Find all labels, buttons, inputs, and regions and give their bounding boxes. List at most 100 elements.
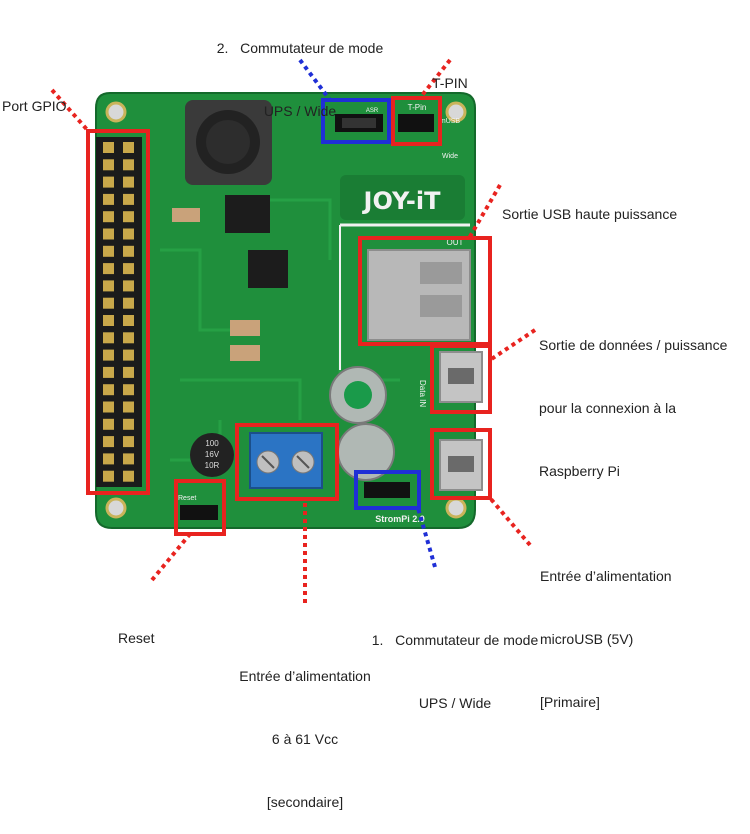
callout-line: Raspberry Pi bbox=[539, 463, 620, 479]
leader-tpin bbox=[418, 58, 452, 100]
smd-capacitor bbox=[230, 345, 260, 361]
gpio-header bbox=[96, 137, 142, 487]
callout-line: 6 à 61 Vcc bbox=[271, 731, 339, 747]
callout-line: Sortie de données / puissance bbox=[539, 337, 728, 353]
callout-gpio: Port GPIO bbox=[2, 54, 67, 138]
gpio-pin bbox=[123, 418, 134, 430]
callout-line: microUSB (5V) bbox=[540, 631, 634, 647]
gpio-pin bbox=[103, 245, 114, 257]
capacitor-text: 100 bbox=[205, 439, 219, 448]
gpio-pin bbox=[103, 280, 114, 292]
gpio-pin bbox=[103, 297, 114, 309]
gpio-pin bbox=[103, 211, 114, 223]
gpio-pin bbox=[123, 297, 134, 309]
small-capacitor: 100 16V 10R bbox=[190, 433, 234, 477]
callout-mode-switch-top: 2. Commutateur de mode UPS / Wide bbox=[180, 0, 420, 143]
data-in-label: Data IN bbox=[418, 380, 427, 407]
box-micro-usb-in bbox=[430, 428, 492, 500]
gpio-pin bbox=[103, 436, 114, 448]
chip-regulator bbox=[225, 195, 270, 233]
gpio-pin bbox=[123, 245, 134, 257]
gpio-pin bbox=[123, 280, 134, 292]
gpio-pin bbox=[103, 228, 114, 240]
gpio-pin bbox=[103, 366, 114, 378]
capacitor-text: 10R bbox=[205, 461, 220, 470]
micro-usb-data-port bbox=[439, 351, 483, 403]
gpio-pin bbox=[103, 176, 114, 188]
gpio-pin bbox=[123, 315, 134, 326]
capacitor-text: 16V bbox=[205, 450, 220, 459]
gpio-pin bbox=[103, 159, 114, 171]
jumper-mode-top bbox=[335, 114, 383, 132]
pcb-board: JOY-iT bbox=[95, 92, 476, 529]
callout-dc-in: Entrée d’alimentation 6 à 61 Vcc [second… bbox=[210, 624, 400, 834]
chip-controller bbox=[248, 250, 288, 288]
callout-line: Entrée d’alimentation bbox=[239, 668, 371, 684]
out-label: OUT bbox=[447, 238, 464, 247]
highlight-boxes bbox=[86, 96, 492, 536]
callout-line: pour la connexion à la bbox=[539, 400, 676, 416]
callout-reset: Reset bbox=[118, 586, 155, 670]
jumper-mode-bottom bbox=[364, 482, 410, 498]
gpio-pin bbox=[123, 159, 134, 171]
gpio-pin bbox=[123, 436, 134, 448]
gpio-pin bbox=[103, 315, 114, 326]
micro-usb-power-port bbox=[439, 439, 483, 491]
gpio-pin bbox=[103, 142, 114, 153]
gpio-pin bbox=[123, 193, 134, 205]
reset-silkscreen: Reset bbox=[178, 495, 196, 502]
board-model: StromPi 2.0 bbox=[375, 514, 425, 524]
board-logo: JOY-iT bbox=[362, 187, 442, 215]
callout-text: Commutateur de mode bbox=[395, 632, 539, 648]
callout-line: 2. Commutateur de mode bbox=[180, 38, 420, 59]
callout-line: Entrée d’alimentation bbox=[540, 568, 672, 584]
callout-number: 1. bbox=[371, 632, 384, 648]
leader-mode-top bbox=[298, 58, 332, 102]
jumper-top-label: ASR bbox=[366, 108, 379, 114]
inductor bbox=[185, 100, 272, 185]
gpio-pin bbox=[123, 349, 134, 361]
wide-silkscreen: Wide bbox=[442, 153, 458, 160]
gpio-pin bbox=[123, 263, 134, 275]
gpio-pin bbox=[103, 332, 114, 344]
gpio-pin bbox=[123, 142, 134, 153]
jumper-reset bbox=[180, 505, 218, 520]
gpio-pin bbox=[103, 453, 114, 465]
gpio-pin bbox=[123, 228, 134, 240]
leader-gpio bbox=[50, 88, 92, 135]
callout-data-out: Sortie de données / puissance pour la co… bbox=[539, 293, 727, 503]
box-data-out bbox=[430, 344, 492, 414]
box-mode-bottom bbox=[354, 470, 421, 510]
callout-line: 1. Commutateur de mode bbox=[340, 630, 570, 651]
dc-screw-terminal bbox=[249, 432, 323, 489]
callout-usb-out: Sortie USB haute puissance bbox=[502, 162, 677, 246]
callout-line: Port GPIO bbox=[2, 98, 67, 114]
gpio-pin bbox=[123, 401, 134, 413]
box-tpin bbox=[391, 96, 442, 146]
leader-usb-out bbox=[466, 183, 502, 242]
box-dc-in bbox=[235, 423, 339, 501]
callout-line: T-PIN bbox=[432, 75, 468, 91]
gpio-pin bbox=[103, 384, 114, 396]
callout-line: Sortie USB haute puissance bbox=[502, 206, 678, 222]
musb-silkscreen: mUSB bbox=[440, 118, 461, 125]
electrolytic-capacitor bbox=[329, 366, 387, 424]
gpio-pin bbox=[103, 263, 114, 275]
callout-number: 2. bbox=[216, 40, 229, 56]
box-gpio bbox=[86, 129, 150, 495]
stromPi-diagram: JOY-iT OUT Data IN 1 bbox=[50, 58, 537, 603]
smd-capacitor bbox=[172, 208, 200, 222]
gpio-pin bbox=[103, 401, 114, 413]
gpio-pin bbox=[123, 211, 134, 223]
gpio-pin bbox=[103, 418, 114, 430]
usb-a-port bbox=[367, 249, 471, 341]
callout-micro-usb-in: Entrée d’alimentation microUSB (5V) [Pri… bbox=[540, 524, 672, 734]
gpio-pin bbox=[123, 176, 134, 188]
gpio-pin bbox=[123, 366, 134, 378]
gpio-pin bbox=[123, 384, 134, 396]
gpio-pin bbox=[103, 349, 114, 361]
leader-micro-usb-in bbox=[488, 496, 532, 547]
callout-tpin: T-PIN bbox=[432, 31, 468, 115]
leader-lines bbox=[50, 58, 537, 603]
box-usb-out bbox=[358, 236, 492, 346]
